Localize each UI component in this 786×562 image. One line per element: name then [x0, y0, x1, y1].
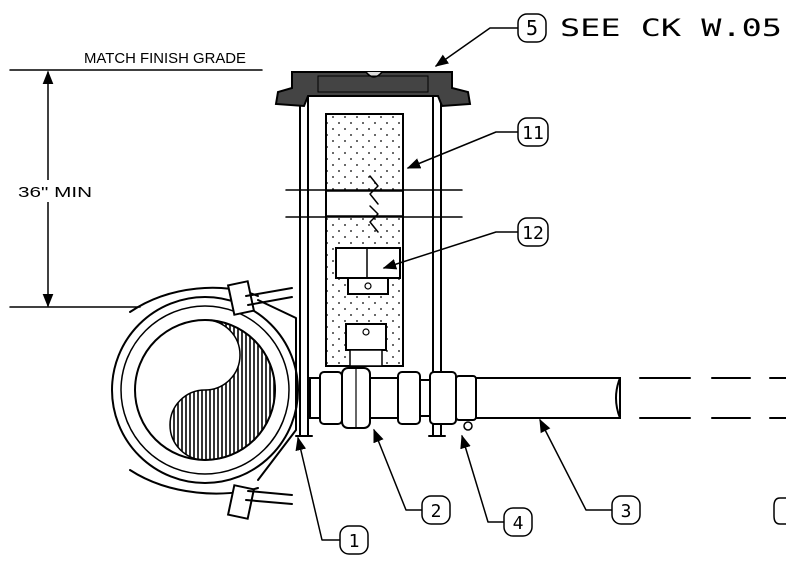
callout-11-number: 11 — [522, 123, 544, 144]
callout-partial — [773, 497, 786, 525]
callout-5-number: 5 — [526, 16, 538, 40]
depth-label: 36" MIN — [18, 184, 92, 201]
callout-12-number: 12 — [522, 223, 544, 244]
callout-11: 11 — [517, 117, 549, 147]
callout-1: 1 — [339, 525, 369, 555]
callout-3: 3 — [611, 495, 641, 525]
service-line — [309, 367, 786, 431]
callout-5-note: SEE CK W.05 — [560, 14, 782, 42]
saddle-clamp — [129, 280, 297, 520]
callout-2: 2 — [421, 495, 451, 525]
callout-4: 4 — [503, 507, 533, 537]
callout-12: 12 — [517, 217, 549, 247]
callout-2-number: 2 — [431, 501, 442, 522]
callout-4-number: 4 — [513, 513, 524, 534]
depth-dimension: 36" MIN — [9, 70, 141, 308]
callout-1-number: 1 — [349, 531, 360, 552]
grade-label: MATCH FINISH GRADE — [84, 50, 246, 67]
valve-box-lid — [274, 71, 472, 108]
leaders — [295, 27, 613, 541]
callout-3-number: 3 — [621, 501, 632, 522]
callout-5: 5 SEE CK W.05 — [517, 13, 782, 43]
finish-grade: MATCH FINISH GRADE — [9, 50, 263, 71]
main-pipe — [111, 296, 299, 484]
